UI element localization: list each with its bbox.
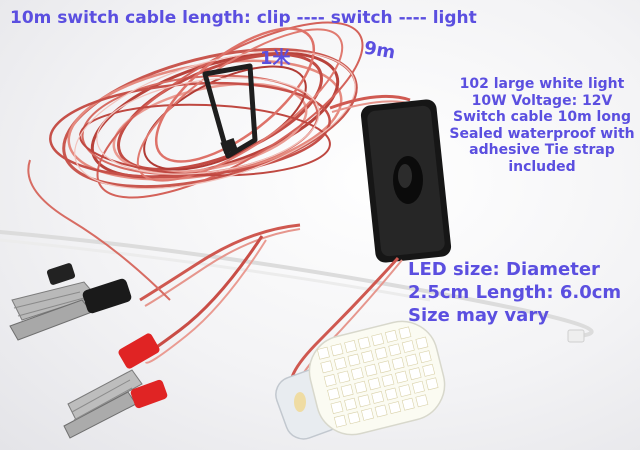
cable-tie-icon	[202, 63, 258, 159]
inline-rocker-switch-icon	[360, 99, 452, 263]
product-description: 102 large white light 10W Voltage: 12V S…	[449, 76, 635, 175]
alligator-clip-red-icon	[63, 333, 168, 439]
length-mark-start: 1米	[260, 48, 291, 69]
led-lamp-icon	[275, 320, 446, 440]
tie-strap-end	[567, 329, 585, 343]
alligator-clip-black-icon	[9, 263, 132, 341]
cable-length-title: 10m switch cable length: clip ---- switc…	[10, 8, 477, 28]
white-tie-strap	[0, 230, 594, 338]
led-size-note: LED size: Diameter 2.5cm Length: 6.0cm S…	[408, 259, 622, 326]
